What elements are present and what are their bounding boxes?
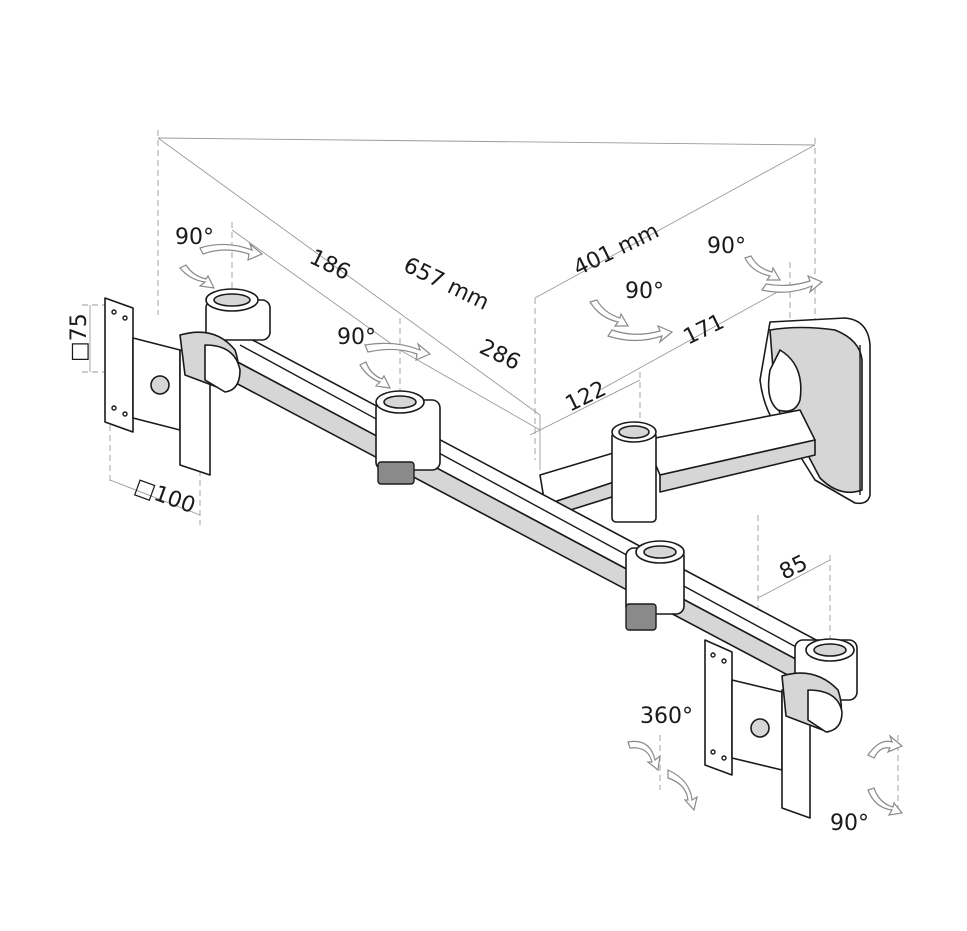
label-rotate-360: 360° [640,704,693,729]
label-segment-286: 286 [475,335,524,376]
rotation-labels: 90° 90° 90° 90° 360° 90° [175,225,869,836]
wall-arm [539,409,816,519]
center-pillar [611,421,657,523]
rotation-arrows [179,242,904,816]
label-wall-pivot: 90° [707,234,746,259]
label-tilt-right: 90° [830,811,869,836]
label-segment-122: 122 [562,377,611,418]
label-swivel-left: 90° [337,325,376,350]
left-vesa-bracket [104,297,241,476]
label-swivel-center: 90° [625,279,664,304]
main-arm [214,319,836,701]
label-tilt-left: 90° [175,225,214,250]
label-vesa-75: □75 [67,313,92,362]
label-depth: 401 mm [570,219,664,282]
label-segment-186: 186 [305,245,354,286]
label-total-width: 657 mm [399,253,493,316]
label-drop-85: 85 [776,551,812,586]
wall-plate [759,317,871,505]
right-vesa-bracket [704,639,843,819]
label-wall-arm-171: 171 [680,310,729,351]
dimension-lines [82,130,899,810]
label-vesa-100: □100 [131,474,199,519]
